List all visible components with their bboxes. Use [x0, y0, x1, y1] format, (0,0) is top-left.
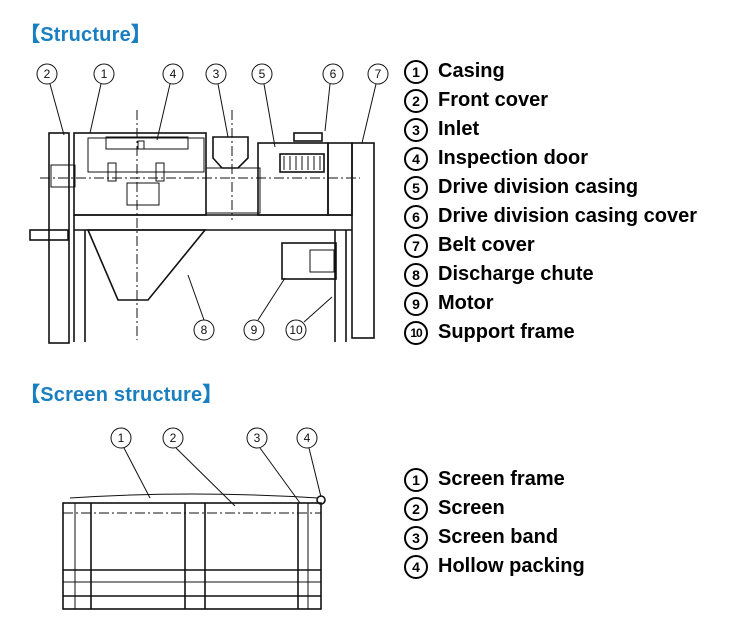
- legend-label: Inspection door: [438, 147, 588, 169]
- legend-number: 4: [404, 554, 428, 579]
- legend-item-drive-division-casing-cover: 6 Drive division casing cover: [404, 202, 697, 231]
- legend-item-screen: 2 Screen: [404, 494, 585, 523]
- legend-number: 3: [404, 525, 428, 550]
- legend-item-support-frame: 10 Support frame: [404, 318, 697, 347]
- legend-number: 3: [404, 117, 428, 142]
- structure-title: 【Structure】: [20, 24, 152, 46]
- legend-number: 2: [404, 496, 428, 521]
- legend-item-discharge-chute: 8 Discharge chute: [404, 260, 697, 289]
- legend-number: 9: [404, 291, 428, 316]
- legend-label: Drive division casing cover: [438, 205, 697, 227]
- svg-text:2: 2: [170, 431, 177, 445]
- legend-label: Casing: [438, 60, 505, 82]
- legend-label: Screen band: [438, 526, 559, 548]
- callout-6: 6: [322, 63, 344, 132]
- callout-1: 1: [89, 63, 115, 134]
- legend-item-motor: 9 Motor: [404, 289, 697, 318]
- screen-callouts: 1 2 3 4: [110, 427, 322, 507]
- screen-callout-1: 1: [110, 427, 151, 499]
- legend-label: Motor: [438, 292, 494, 314]
- callout-3: 3: [205, 63, 229, 138]
- screen-callout-2: 2: [162, 427, 236, 507]
- svg-text:2: 2: [44, 67, 51, 81]
- svg-text:3: 3: [254, 431, 261, 445]
- svg-text:7: 7: [375, 67, 382, 81]
- svg-text:8: 8: [201, 323, 208, 337]
- svg-text:4: 4: [304, 431, 311, 445]
- legend-number: 8: [404, 262, 428, 287]
- callout-9: 9: [243, 277, 286, 341]
- legend-number: 10: [404, 320, 428, 345]
- legend-item-front-cover: 2 Front cover: [404, 86, 697, 115]
- legend-number: 1: [404, 467, 428, 492]
- legend-number: 6: [404, 204, 428, 229]
- svg-text:10: 10: [289, 323, 303, 337]
- legend-label: Discharge chute: [438, 263, 594, 285]
- svg-text:1: 1: [101, 67, 108, 81]
- callout-5: 5: [251, 63, 276, 148]
- legend-label: Screen frame: [438, 468, 565, 490]
- legend-item-drive-division-casing: 5 Drive division casing: [404, 173, 697, 202]
- callout-4: 4: [156, 63, 184, 141]
- screen-legend: 1 Screen frame 2 Screen 3 Screen band 4 Holl…: [404, 465, 585, 581]
- svg-text:6: 6: [330, 67, 337, 81]
- legend-number: 1: [404, 59, 428, 84]
- legend-label: Inlet: [438, 118, 480, 140]
- screen-structure-title: 【Screen structure】: [20, 384, 223, 406]
- legend-item-screen-band: 3 Screen band: [404, 523, 585, 552]
- legend-number: 7: [404, 233, 428, 258]
- svg-text:1: 1: [118, 431, 125, 445]
- screen-callout-4: 4: [296, 427, 322, 498]
- legend-number: 2: [404, 88, 428, 113]
- legend-number: 5: [404, 175, 428, 200]
- svg-text:3: 3: [213, 67, 220, 81]
- legend-number: 4: [404, 146, 428, 171]
- legend-label: Support frame: [438, 321, 575, 343]
- callout-8: 8: [187, 274, 215, 341]
- legend-item-casing: 1 Casing: [404, 57, 697, 86]
- legend-item-hollow-packing: 4 Hollow packing: [404, 552, 585, 581]
- callout-7: 7: [361, 63, 389, 144]
- legend-label: Front cover: [438, 89, 549, 111]
- legend-label: Drive division casing: [438, 176, 639, 198]
- svg-text:4: 4: [170, 67, 177, 81]
- structure-callouts: 2 1 4 3 5 6 7 8 9 10: [36, 63, 389, 341]
- legend-item-belt-cover: 7 Belt cover: [404, 231, 697, 260]
- legend-label: Hollow packing: [438, 555, 585, 577]
- svg-text:9: 9: [251, 323, 258, 337]
- callout-10: 10: [285, 296, 333, 341]
- legend-label: Belt cover: [438, 234, 535, 256]
- legend-item-screen-frame: 1 Screen frame: [404, 465, 585, 494]
- legend-item-inlet: 3 Inlet: [404, 115, 697, 144]
- legend-item-inspection-door: 4 Inspection door: [404, 144, 697, 173]
- callout-2: 2: [36, 63, 65, 136]
- svg-text:5: 5: [259, 67, 266, 81]
- structure-legend: 1 Casing 2 Front cover 3 Inlet 4 Inspection …: [404, 57, 697, 347]
- screen-callout-3: 3: [246, 427, 301, 504]
- legend-label: Screen: [438, 497, 505, 519]
